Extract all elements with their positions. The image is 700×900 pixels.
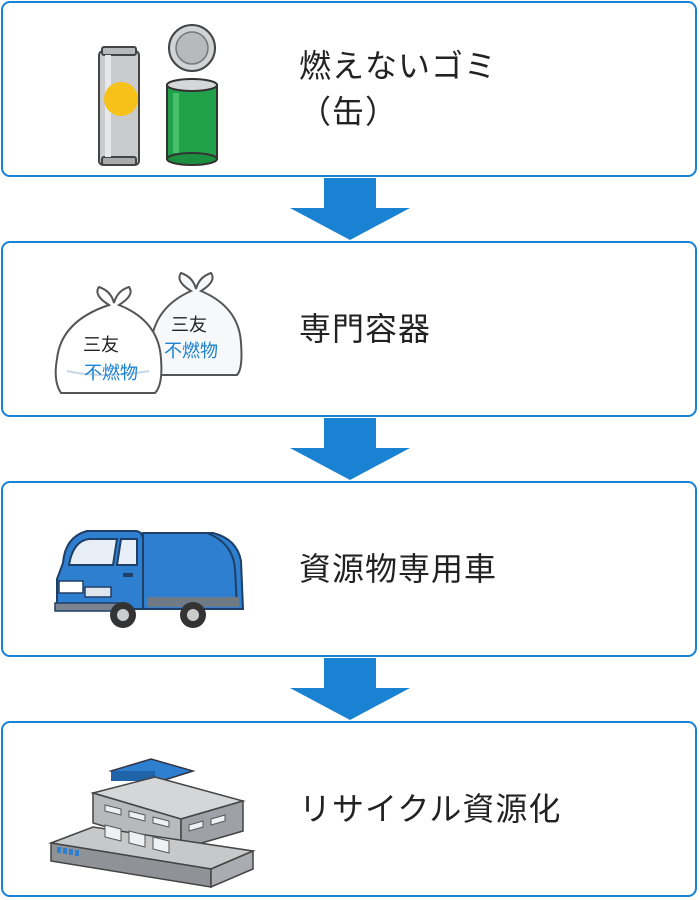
cans-icon bbox=[43, 11, 263, 171]
bag-front-brand-text: 三友 bbox=[83, 335, 119, 356]
garbage-truck-icon bbox=[43, 491, 263, 651]
flow-step-container: 三友 不燃物 三友 不燃物 専門容器 bbox=[1, 241, 697, 417]
step-label: リサイクル資源化 bbox=[299, 790, 562, 828]
garbage-bags-icon: 三友 不燃物 三友 不燃物 bbox=[43, 251, 263, 411]
factory-icon bbox=[43, 731, 263, 891]
bag-back-type-text: 不燃物 bbox=[164, 341, 218, 362]
step-label: 専門容器 bbox=[299, 310, 432, 348]
flow-step-cans: 燃えないゴミ （缶） bbox=[1, 1, 697, 177]
step-label: 資源物専用車 bbox=[299, 550, 498, 588]
flow-step-recycling: リサイクル資源化 bbox=[1, 721, 697, 897]
bag-back-brand-text: 三友 bbox=[171, 315, 207, 336]
flow-step-truck: 資源物専用車 bbox=[1, 481, 697, 657]
bag-front-type-text: 不燃物 bbox=[84, 363, 138, 384]
flow-arrow-down-icon bbox=[286, 658, 414, 720]
flow-arrow-down-icon bbox=[286, 418, 414, 480]
flow-arrow-down-icon bbox=[286, 178, 414, 240]
step-label: 燃えないゴミ （缶） bbox=[299, 47, 498, 131]
